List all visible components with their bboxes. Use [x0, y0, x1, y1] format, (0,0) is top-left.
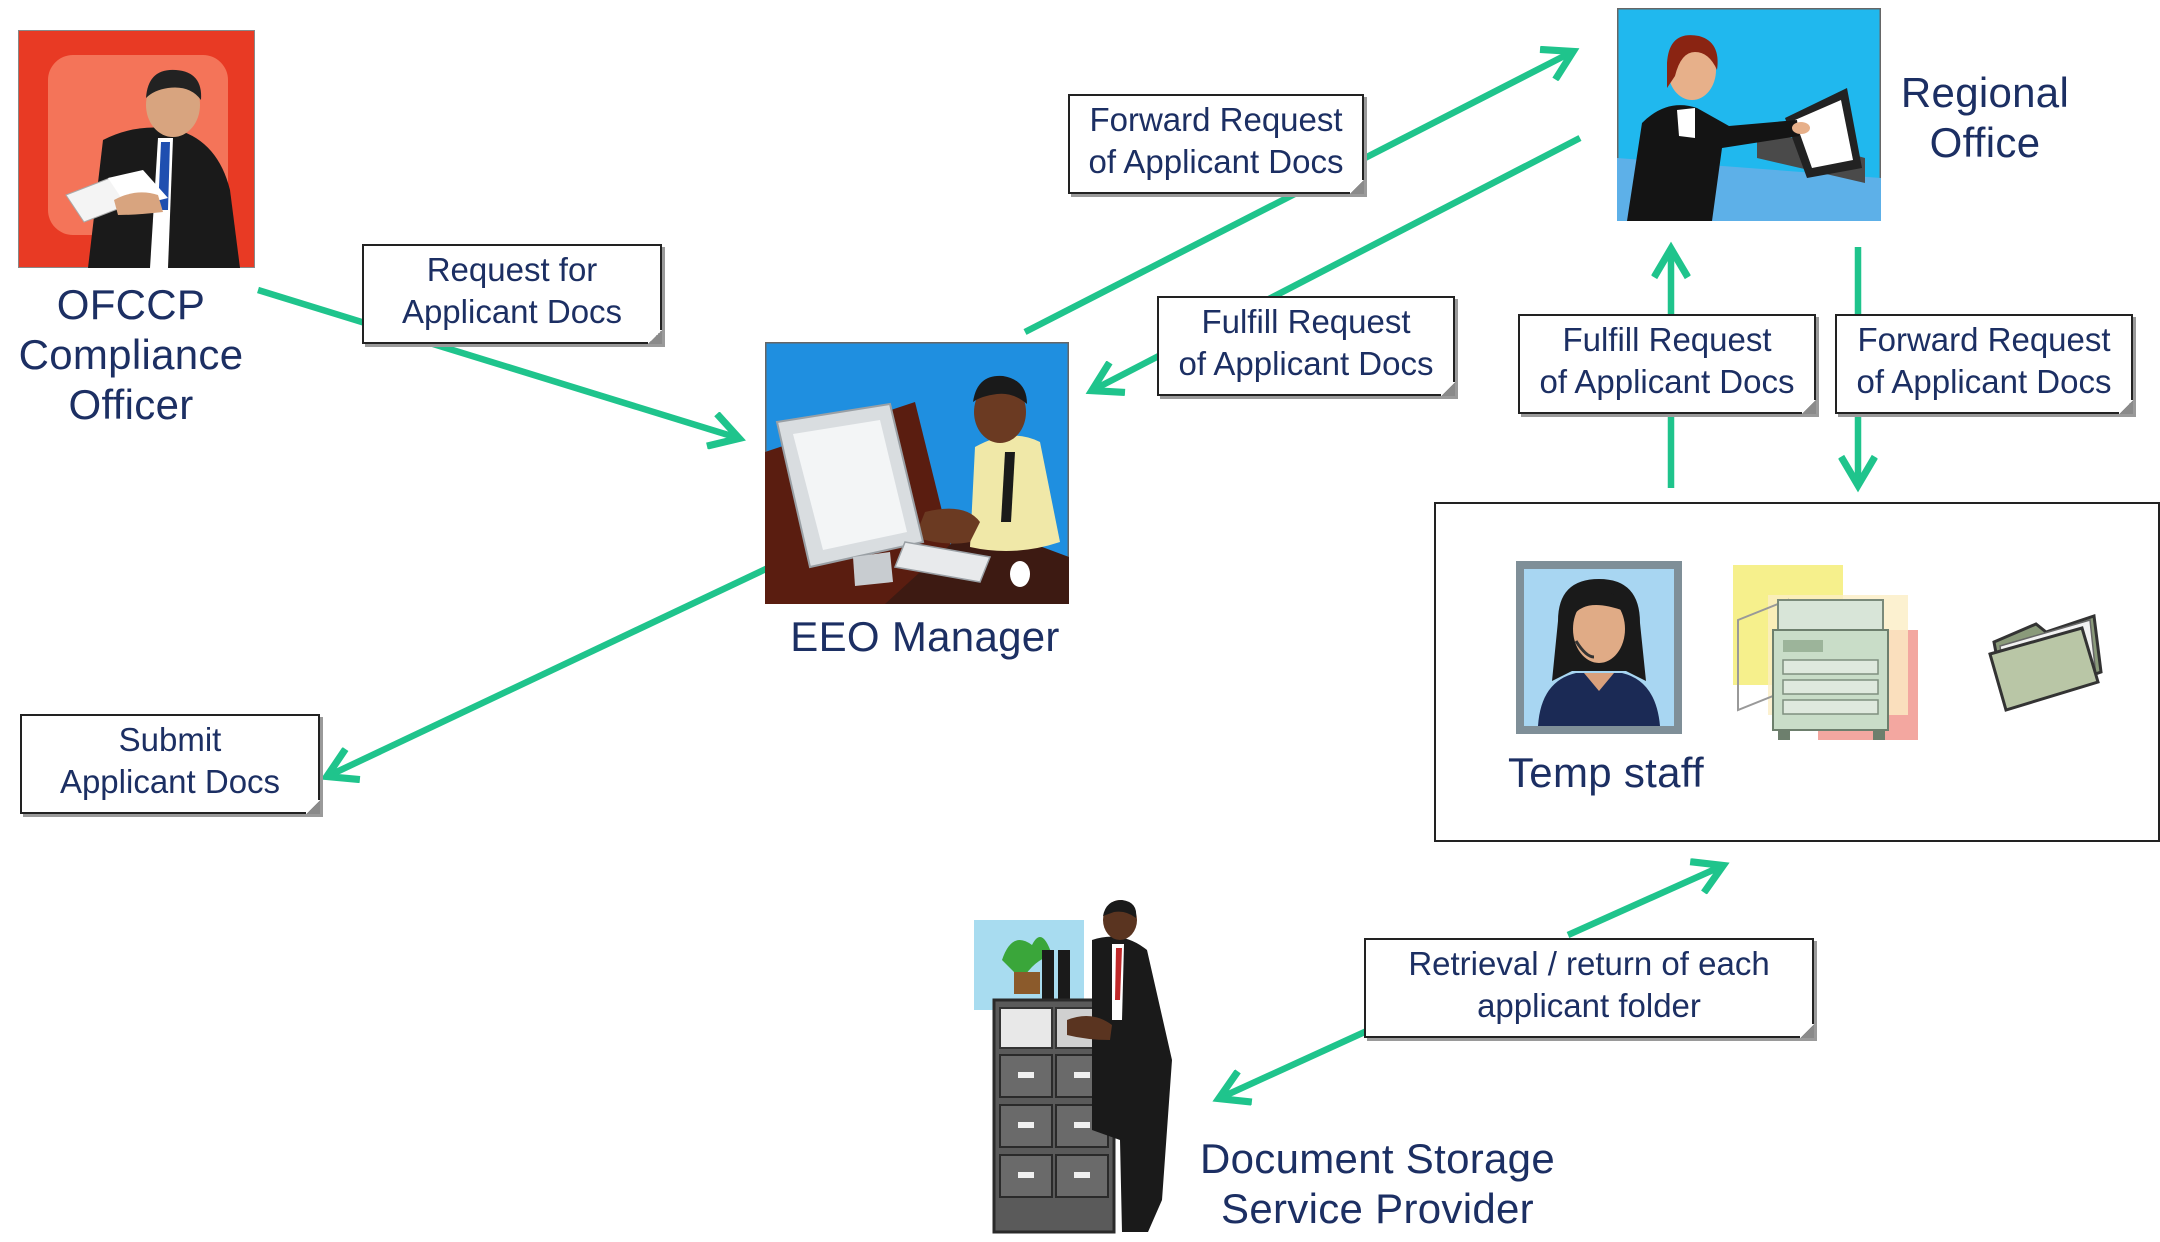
forward-request-note-top: Forward Request of Applicant Docs — [1068, 94, 1364, 194]
storage-provider-icon — [972, 900, 1184, 1237]
arrow-temp-to-storage — [1220, 1022, 1382, 1098]
regional-office-icon — [1615, 6, 1883, 223]
compliance-officer-label: OFCCP Compliance Officer — [18, 281, 244, 428]
file-folder-icon — [1986, 602, 2106, 712]
submit-applicant-docs-note: Submit Applicant Docs — [20, 714, 320, 814]
compliance-officer-icon — [17, 29, 256, 269]
eeo-manager-label: EEO Manager — [790, 613, 1060, 660]
arrow-storage-to-temp — [1566, 866, 1722, 938]
temp-staff-label: Temp staff — [1508, 749, 1704, 796]
eeo-manager-icon — [763, 340, 1071, 606]
fulfill-request-note-mid: Fulfill Request of Applicant Docs — [1157, 296, 1455, 396]
regional-office-label: Regional Office — [1900, 69, 2070, 166]
temp-staff-icon — [1516, 561, 1682, 734]
arrow-officer-to-eeo — [257, 286, 738, 438]
request-for-applicant-docs-note: Request for Applicant Docs — [362, 244, 662, 344]
storage-provider-label: Document Storage Service Provider — [1200, 1135, 1555, 1232]
fulfill-request-note-right: Fulfill Request of Applicant Docs — [1518, 314, 1816, 414]
forward-request-note-right: Forward Request of Applicant Docs — [1835, 314, 2133, 414]
retrieval-return-note: Retrieval / return of each applicant fol… — [1364, 938, 1814, 1038]
photocopier-icon — [1728, 560, 1938, 750]
arrow-eeo-to-submit — [328, 565, 770, 776]
